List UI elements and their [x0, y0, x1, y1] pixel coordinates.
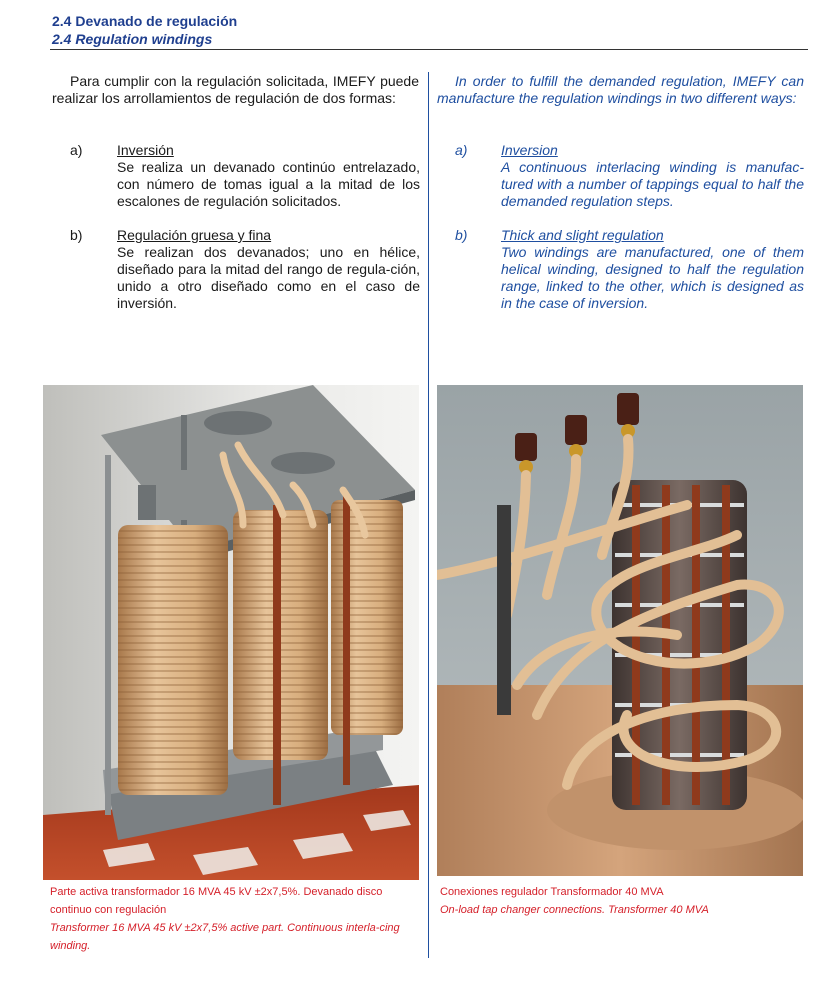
english-item-a-marker: a): [455, 142, 468, 158]
english-item-b-marker: b): [455, 227, 468, 243]
english-item-a-title: Inversion: [501, 142, 558, 158]
left-photo-caption-spanish: Parte activa transformador 16 MVA 45 kV …: [50, 886, 383, 916]
spanish-item-b: Regulación gruesa y fina Se realizan dos…: [117, 227, 420, 312]
english-intro-paragraph: In order to fulfill the demanded regulat…: [437, 73, 804, 106]
spanish-item-a-marker: a): [70, 142, 83, 158]
english-item-b-body: Two windings are manufactured, one of th…: [501, 244, 804, 311]
spanish-item-a: Inversión Se realiza un devanado continú…: [117, 142, 420, 210]
right-photo-caption-english: On-load tap changer connections. Transfo…: [440, 904, 709, 916]
spanish-item-b-body: Se realizan dos devanados; uno en hélice…: [117, 244, 420, 311]
english-item-a: Inversion A continuous interlacing windi…: [501, 142, 804, 210]
english-item-b-title: Thick and slight regulation: [501, 227, 664, 243]
left-photo-caption-english: Transformer 16 MVA 45 kV ±2x7,5% active …: [50, 922, 400, 952]
tap-changer-connections-photo: [437, 385, 803, 876]
section-title-spanish: 2.4 Devanado de regulación: [52, 13, 238, 29]
english-item-b: Thick and slight regulation Two windings…: [501, 227, 804, 312]
spanish-item-b-title: Regulación gruesa y fina: [117, 227, 272, 243]
section-title-english: 2.4 Regulation windings: [52, 31, 213, 47]
english-item-a-body: A continuous interlacing winding is manu…: [501, 159, 804, 209]
column-divider: [428, 72, 429, 958]
spanish-item-b-marker: b): [70, 227, 83, 243]
right-photo-caption-spanish: Conexiones regulador Transformador 40 MV…: [440, 886, 664, 898]
spanish-intro-paragraph: Para cumplir con la regulación solicitad…: [52, 73, 419, 106]
transformer-active-part-photo: [43, 385, 419, 880]
header-rule: [50, 49, 808, 50]
spanish-item-a-body: Se realiza un devanado continúo entrelaz…: [117, 159, 420, 209]
spanish-item-a-title: Inversión: [117, 142, 174, 158]
